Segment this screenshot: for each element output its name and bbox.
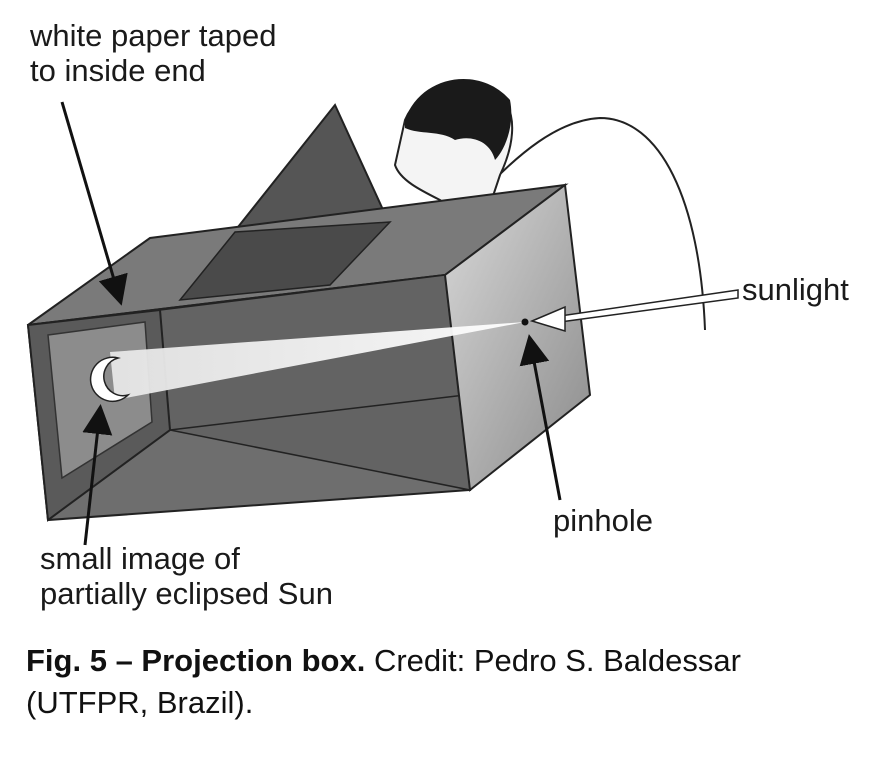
pinhole-label: pinhole [553,503,653,538]
light-beam [110,322,525,400]
paper-pointer-arrow [60,101,128,306]
box-end-face [443,183,592,492]
sun-image-label-line1: small image of [40,541,240,576]
sunlight-label: sunlight [742,272,849,307]
sun-image-label: small image of partially eclipsed Sun [40,541,333,611]
paper-label-line1: white paper taped [30,18,277,53]
crescent-sun-image [89,356,131,402]
figure-caption: Fig. 5 – Projection box. Credit: Pedro S… [26,640,886,724]
image-pointer-arrow [82,404,113,546]
caption-affiliation: (UTFPR, Brazil). [26,685,254,720]
sun-image-label-line2: partially eclipsed Sun [40,576,333,611]
caption-credit: Credit: Pedro S. Baldessar [365,643,741,678]
caption-title: Fig. 5 – Projection box. [26,643,366,678]
sunlight-arrow [529,289,739,333]
pinhole-dot [521,318,529,326]
paper-label-line2: to inside end [30,53,206,88]
pinhole-pointer-arrow [519,334,562,501]
paper-label: white paper taped to inside end [30,18,276,88]
top-opening [178,221,392,301]
projection-box-diagram [26,78,739,546]
